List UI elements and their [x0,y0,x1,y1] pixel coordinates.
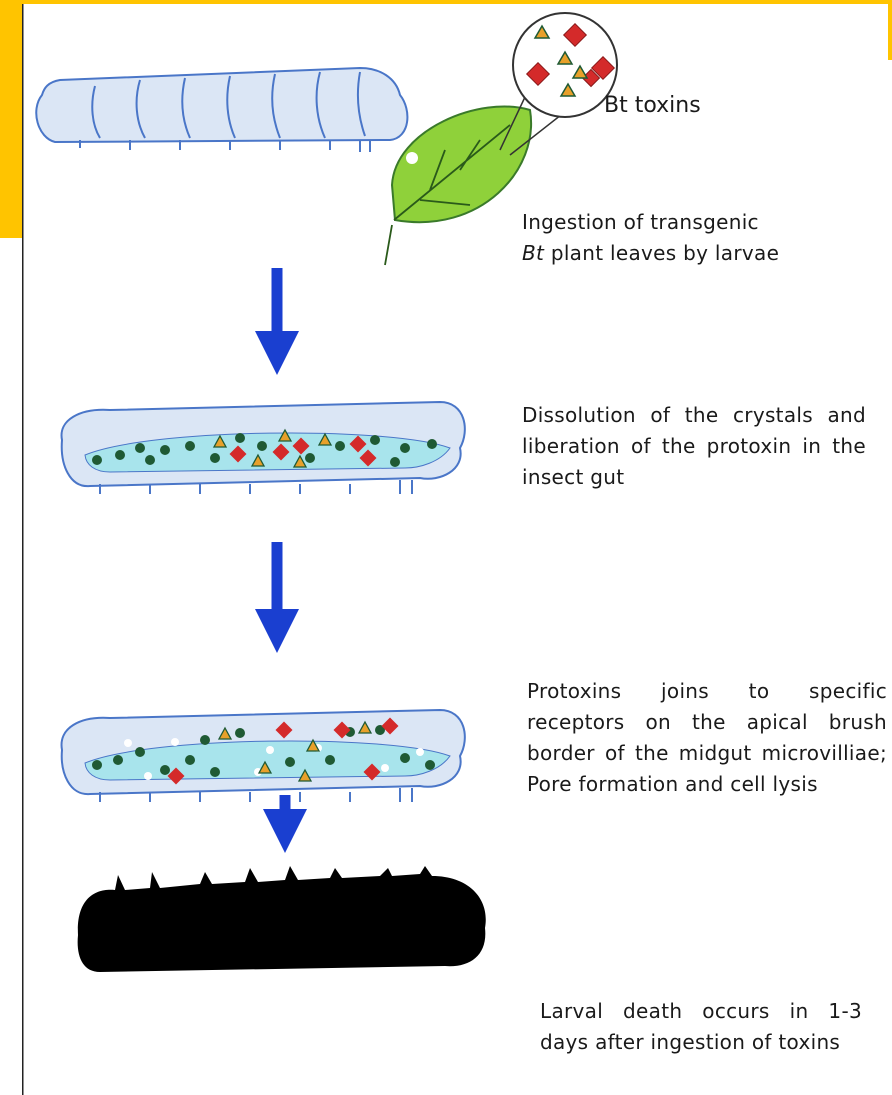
larva-pore-formation [62,710,465,802]
bt-toxins-label: Bt toxins [604,93,701,118]
step-dissolution: Dissolution of the crystals and liberati… [522,400,866,493]
step-ingestion-pre: Ingestion of transgenic [522,210,759,234]
step-ingestion-italic: Bt [522,241,544,265]
step-larval-death: Larval death occurs in 1-3 days after in… [540,996,862,1058]
step-ingestion-post: plant leaves by larvae [544,241,779,265]
larva-crystal-dissolution [62,402,465,494]
larva-dead [78,866,486,972]
step-pore-formation: Protoxins joins to specific receptors on… [527,676,887,800]
larva-healthy [36,68,407,152]
